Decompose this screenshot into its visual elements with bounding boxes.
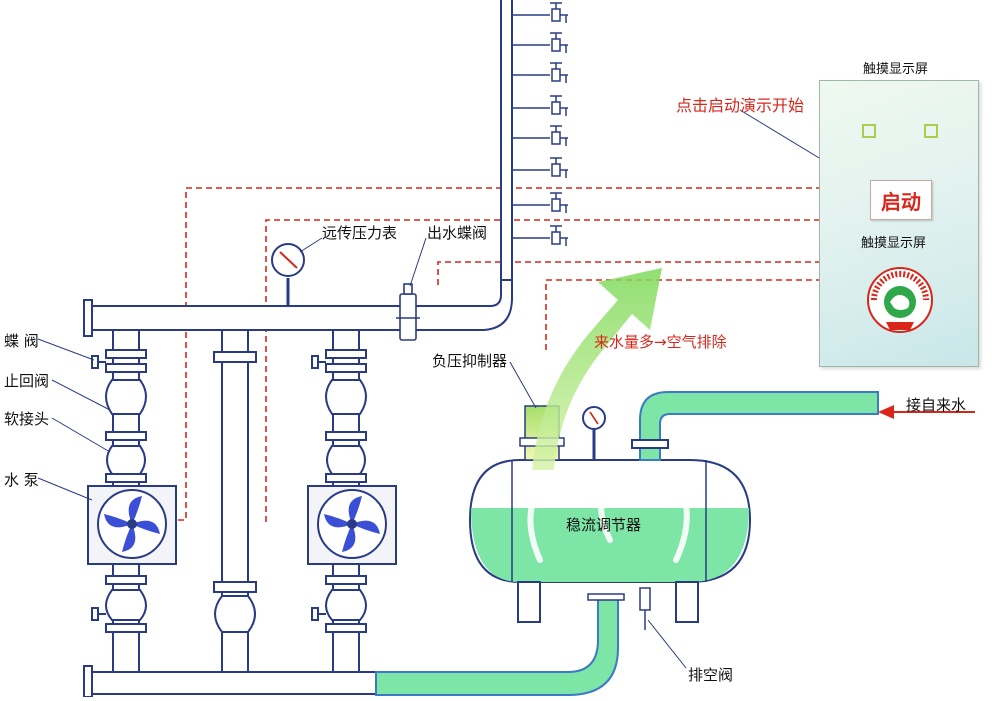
tap-water-arrow <box>878 405 975 419</box>
control-lines <box>178 187 819 522</box>
riser-pipe <box>500 0 513 301</box>
tap-water-pipe <box>631 391 879 461</box>
inlet-water-pipe <box>375 597 619 696</box>
changsha-water-association-logo <box>867 267 933 333</box>
start-button[interactable]: 启动 <box>870 180 932 220</box>
header-pipe <box>83 279 513 337</box>
label-check-valve: 止回阀 <box>4 372 50 390</box>
label-remote-gauge: 远传压力表 <box>322 224 398 242</box>
label-stabilizer: 稳流调节器 <box>566 516 642 534</box>
label-outlet-valve: 出水蝶阀 <box>427 224 488 242</box>
label-air-exhaust: 来水量多→空气排除 <box>594 333 727 351</box>
outlet-butterfly-valve <box>396 283 420 341</box>
remote-pressure-gauge <box>271 243 305 306</box>
pump-fan-icon <box>104 496 160 552</box>
tank-pressure-gauge <box>582 406 606 460</box>
riser-taps <box>512 2 568 246</box>
panel-indicator-right <box>924 124 938 138</box>
label-tap-water: 接自来水 <box>906 396 967 414</box>
pump-fan-icon <box>324 496 380 552</box>
panel-subtitle: 触摸显示屏 <box>861 236 927 251</box>
pump-1 <box>87 485 177 565</box>
air-exhaust-arrow <box>532 268 662 470</box>
bypass-column <box>213 329 257 673</box>
panel-indicator-left <box>862 124 876 138</box>
label-butterfly-valve: 蝶 阀 <box>4 332 39 350</box>
leader-lines <box>37 109 873 669</box>
pump-2 <box>307 485 397 565</box>
panel-title: 触摸显示屏 <box>863 62 929 77</box>
label-click-start: 点击启动演示开始 <box>676 96 805 115</box>
air-valve <box>587 587 651 630</box>
label-soft-joint: 软接头 <box>4 410 50 428</box>
label-air-valve: 排空阀 <box>688 666 734 684</box>
label-negative-pressure: 负压抑制器 <box>432 352 508 370</box>
label-water-pump: 水 泵 <box>4 471 39 489</box>
